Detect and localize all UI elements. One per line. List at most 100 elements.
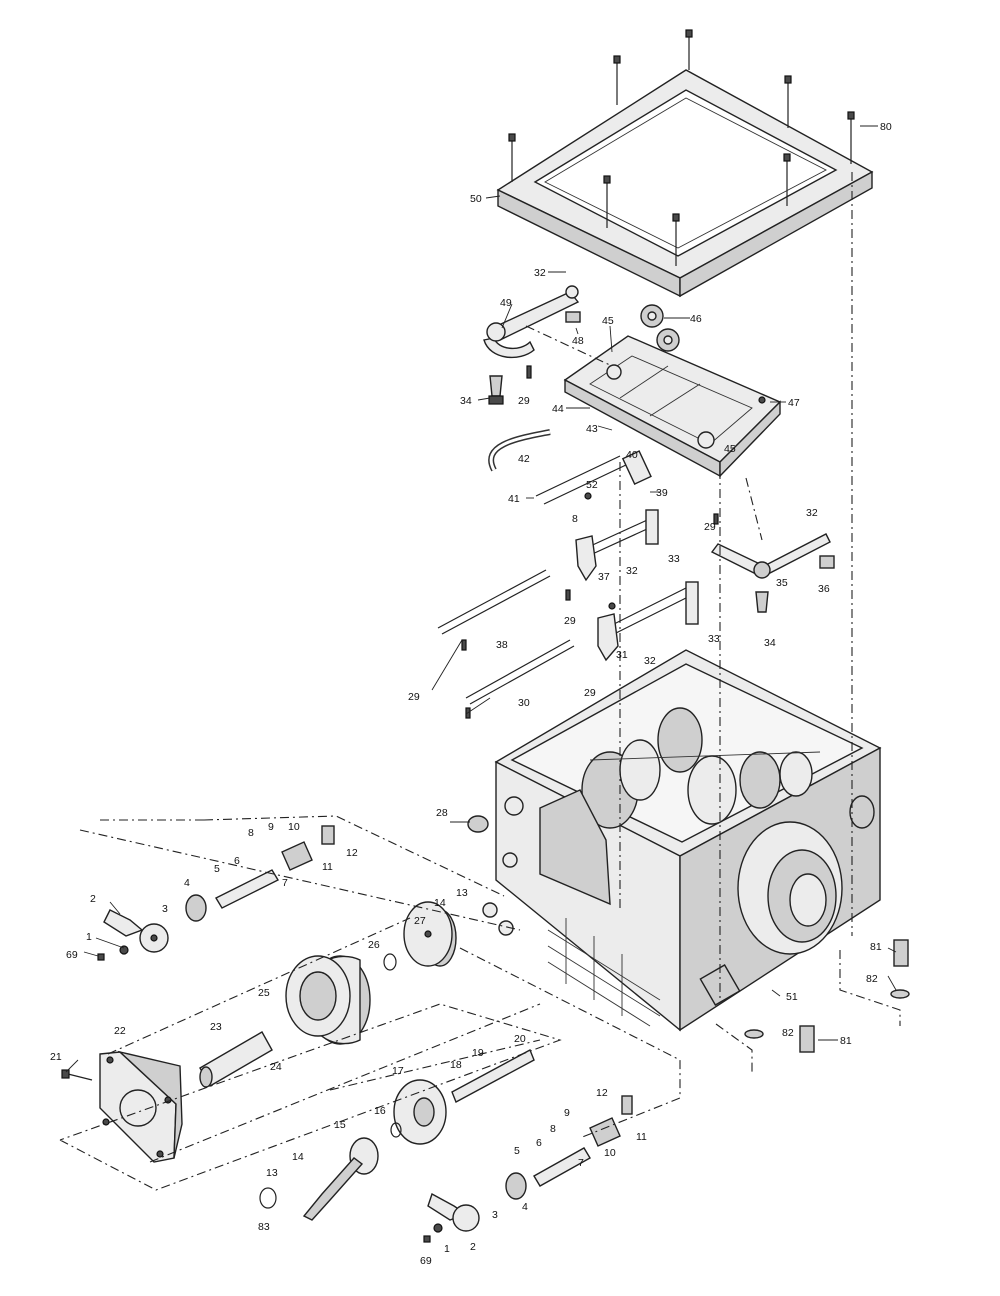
part-label-46: 46 <box>690 313 702 325</box>
part-label-49: 49 <box>500 297 512 309</box>
part-label-45: 45 <box>602 315 614 327</box>
part-label-20: 20 <box>514 1033 526 1045</box>
part-label-8c: 8 <box>550 1123 556 1135</box>
part-label-2b: 2 <box>470 1241 476 1253</box>
part-label-1b: 1 <box>444 1243 450 1255</box>
part-label-5: 5 <box>214 863 220 875</box>
part-label-26: 26 <box>368 939 380 951</box>
selector-arm-35 <box>710 533 835 613</box>
handle-assembly-lower <box>259 1095 633 1243</box>
part-label-13b: 13 <box>266 1167 278 1179</box>
part-label-36: 36 <box>818 583 830 595</box>
clutch-drum-25 <box>285 955 371 1045</box>
part-label-32: 32 <box>534 267 546 279</box>
part-label-51: 51 <box>786 991 798 1003</box>
part-label-27: 27 <box>414 915 426 927</box>
shifter-cover-housing <box>563 335 782 478</box>
part-label-28: 28 <box>436 807 448 819</box>
part-label-38: 38 <box>496 639 508 651</box>
part-label-19: 19 <box>472 1047 484 1059</box>
part-label-23: 23 <box>210 1021 222 1033</box>
shift-fork-31 <box>597 581 699 662</box>
part-label-15: 15 <box>334 1119 346 1131</box>
part-label-10b: 10 <box>604 1147 616 1159</box>
part-label-32b: 32 <box>806 507 818 519</box>
part-label-47: 47 <box>788 397 800 409</box>
part-label-9: 9 <box>268 821 274 833</box>
part-label-45b: 45 <box>724 443 736 455</box>
part-label-82b: 82 <box>782 1027 794 1039</box>
part-label-6: 6 <box>234 855 240 867</box>
knob-28 <box>467 815 489 833</box>
part-label-48: 48 <box>572 335 584 347</box>
front-ventilation-slots <box>547 918 661 1027</box>
part-label-11b: 11 <box>636 1131 647 1143</box>
shift-fork-37 <box>575 509 659 582</box>
part-label-31: 31 <box>616 649 628 661</box>
part-label-22: 22 <box>114 1025 126 1037</box>
pulley-27 <box>403 901 457 967</box>
bolt-81-washer-82-right <box>890 939 910 999</box>
snap-ring-26 <box>383 953 397 971</box>
part-label-42: 42 <box>518 453 530 465</box>
part-label-21: 21 <box>50 1051 62 1063</box>
leader-lines <box>65 125 897 1073</box>
part-label-37: 37 <box>598 571 610 583</box>
part-label-43: 43 <box>586 423 598 435</box>
part-label-7b: 7 <box>578 1157 584 1169</box>
internal-gears <box>581 707 821 829</box>
part-label-3b: 3 <box>492 1209 498 1221</box>
part-label-69: 69 <box>66 949 78 961</box>
bolt-81-washer-82-bottom <box>744 1025 815 1053</box>
motor-shaft-24 <box>199 1031 273 1088</box>
part-label-14: 14 <box>434 897 446 909</box>
motor-flange-22 <box>99 1050 183 1163</box>
part-label-24: 24 <box>270 1061 282 1073</box>
part-label-4: 4 <box>184 877 190 889</box>
part-label-39: 39 <box>656 487 668 499</box>
part-label-12b: 12 <box>596 1087 608 1099</box>
part-label-29d: 29 <box>584 687 596 699</box>
part-label-8b: 8 <box>248 827 254 839</box>
assembly-centerlines <box>59 172 901 1191</box>
part-label-80: 80 <box>880 121 892 133</box>
part-label-69b: 69 <box>420 1255 432 1267</box>
handle-assembly-upper <box>97 825 335 961</box>
part-label-9b: 9 <box>564 1107 570 1119</box>
control-disc-17 <box>393 1079 447 1145</box>
shift-rods-41 <box>535 450 652 505</box>
part-label-50: 50 <box>470 193 482 205</box>
part-label-10: 10 <box>288 821 300 833</box>
part-label-8: 8 <box>572 513 578 525</box>
part-label-3: 3 <box>162 903 168 915</box>
part-label-32d: 32 <box>644 655 656 667</box>
part-label-81b: 81 <box>840 1035 852 1047</box>
part-label-40: 40 <box>626 449 638 461</box>
part-label-13: 13 <box>456 887 468 899</box>
part-label-16: 16 <box>374 1105 386 1117</box>
part-label-81: 81 <box>870 941 882 953</box>
part-number-labels: 80 50 32 49 48 45 46 34 29 44 43 47 42 4… <box>50 121 892 1267</box>
part-label-30: 30 <box>518 697 530 709</box>
part-label-82: 82 <box>866 973 878 985</box>
part-label-18: 18 <box>450 1059 462 1071</box>
shaft-19 <box>451 1049 535 1103</box>
part-label-17: 17 <box>392 1065 404 1077</box>
part-label-41: 41 <box>508 493 520 505</box>
cover-screws <box>508 29 855 266</box>
shift-shaft-30 <box>465 639 575 705</box>
top-cover-plate <box>496 69 874 298</box>
part-label-34: 34 <box>460 395 472 407</box>
part-label-25: 25 <box>258 987 270 999</box>
part-label-29c: 29 <box>564 615 576 627</box>
selector-arm-49 <box>483 285 581 359</box>
part-label-33b: 33 <box>708 633 720 645</box>
shift-knob-34-upper <box>488 375 504 405</box>
part-label-35: 35 <box>776 577 788 589</box>
part-label-29b: 29 <box>704 521 716 533</box>
gear-pair-46 <box>640 304 680 352</box>
part-label-29e: 29 <box>408 691 420 703</box>
part-label-32c: 32 <box>626 565 638 577</box>
